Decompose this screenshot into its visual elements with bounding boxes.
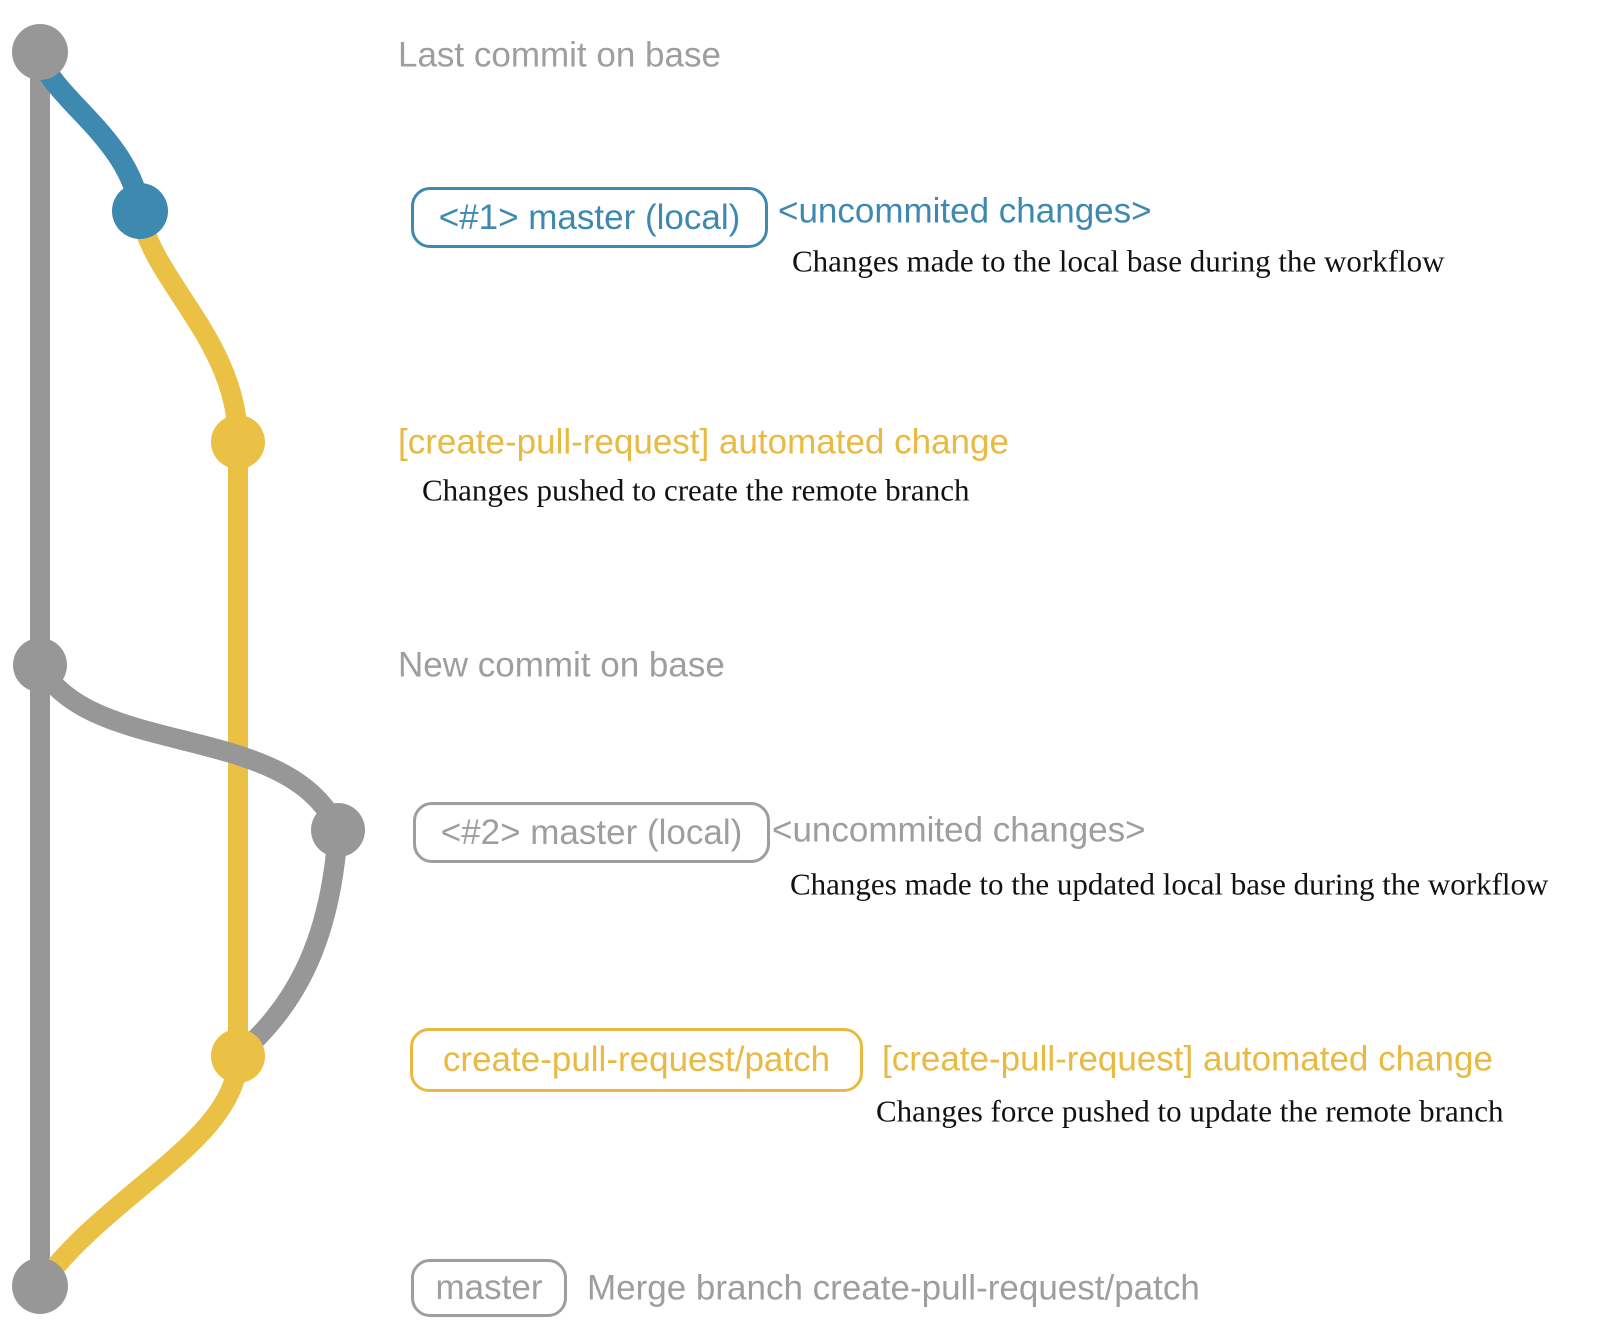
local-2-description: Changes made to the updated local base d… [790, 866, 1549, 902]
branch-tag-master: master [411, 1259, 567, 1317]
dot-new-commit-on-base [13, 638, 67, 692]
last-commit-label: Last commit on base [398, 35, 721, 75]
merge-commit-label: Merge branch create-pull-request/patch [587, 1268, 1200, 1308]
branch-tag-remote: create-pull-request/patch [410, 1028, 863, 1092]
remote-2-annotation: [create-pull-request] automated change [882, 1039, 1493, 1079]
branch-tag-local-1: <#1> master (local) [411, 187, 768, 248]
remote-1-annotation: [create-pull-request] automated change [398, 422, 1009, 462]
remote-1-description: Changes pushed to create the remote bran… [422, 472, 970, 508]
branch-tag-local-1-label: <#1> master (local) [438, 197, 741, 237]
dot-last-commit-on-base [12, 24, 68, 80]
dot-local-commit-1 [112, 183, 168, 239]
branch-tag-remote-label: create-pull-request/patch [442, 1040, 831, 1079]
local-2-annotation: <uncommited changes> [772, 810, 1146, 850]
branch-tag-master-label: master [435, 1268, 543, 1307]
local-1-description: Changes made to the local base during th… [792, 243, 1445, 279]
local-1-annotation: <uncommited changes> [778, 191, 1152, 231]
remote-2-description: Changes force pushed to update the remot… [876, 1093, 1504, 1129]
dot-remote-commit-2 [211, 1029, 265, 1083]
new-commit-label: New commit on base [398, 645, 725, 685]
local-2-force-push-curve [231, 829, 348, 1064]
dot-remote-commit-1 [211, 415, 265, 469]
branch-tag-local-2-label: <#2> master (local) [440, 812, 743, 852]
branch-tag-local-2: <#2> master (local) [413, 802, 770, 863]
base-to-local-curve-2 [31, 659, 348, 835]
dot-local-commit-2 [311, 803, 365, 857]
merge-curve [31, 1055, 248, 1292]
remote-push-curve-1 [130, 209, 248, 443]
dot-merge-commit [12, 1258, 68, 1314]
commit-graph [12, 24, 365, 1314]
local-branch-curve-1 [29, 49, 151, 213]
